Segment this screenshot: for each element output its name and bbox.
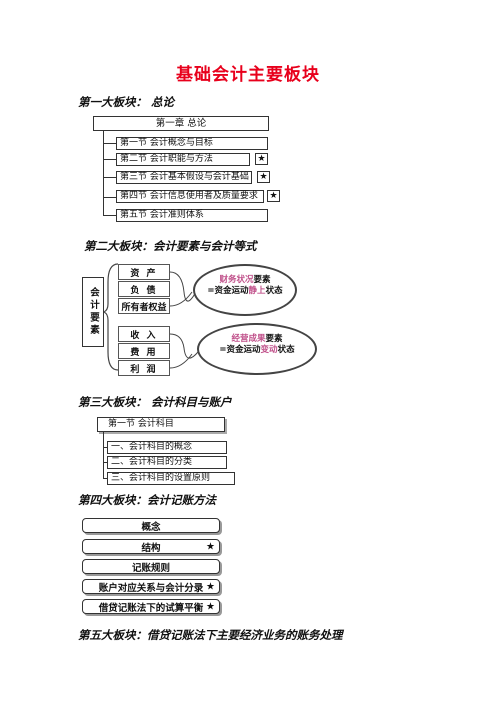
section3-chapter: 第一节 会计科目 — [97, 417, 225, 432]
star-icon: ★ — [267, 190, 280, 202]
operating-results-oval: 经营成果要素 =资金运动变动状态 — [197, 323, 317, 375]
profit-box: 利 润 — [118, 360, 170, 376]
section4-heading: 第四大板块：会计记账方法 — [78, 493, 216, 507]
oval-keyword: 变动 — [260, 345, 278, 355]
rules-pill: 记账规则 — [82, 559, 220, 574]
section3-item: 三、会计科目的设置原则 — [107, 472, 235, 485]
branch-line — [103, 197, 116, 198]
section3-item: 二、会计科目的分类 — [107, 456, 227, 469]
branch-line — [103, 143, 116, 144]
star-icon: ★ — [255, 153, 268, 165]
branch-line — [103, 177, 116, 178]
section1-item: 第一节 会计概念与目标 — [116, 137, 268, 150]
trial-balance-pill: 借贷记账法下的试算平衡★ — [82, 599, 220, 614]
section5-heading: 第五大板块：借贷记账法下主要经济业务的账务处理 — [78, 628, 343, 642]
tree-trunk — [103, 131, 104, 215]
branch-line — [103, 215, 116, 216]
section1-item: 第三节 会计基本假设与会计基础 — [116, 171, 252, 184]
oval-text: 要素 — [253, 275, 271, 285]
star-icon: ★ — [257, 171, 270, 183]
section1-item: 第五节 会计准则体系 — [116, 209, 268, 222]
asset-box: 资 产 — [118, 264, 170, 280]
section3-item: 一、会计科目的概念 — [107, 441, 227, 454]
tree-trunk — [103, 432, 104, 478]
star-icon: ★ — [206, 601, 215, 612]
branch-line — [103, 447, 107, 448]
oval-text: 状态 — [277, 345, 295, 355]
structure-pill: 结构 ★ — [82, 539, 220, 554]
oval-keyword: 财务状况 — [219, 275, 254, 285]
oval-text: =资金运动 — [207, 286, 249, 296]
equity-box: 所有者权益 — [118, 298, 170, 314]
star-icon: ★ — [206, 541, 215, 552]
section1-heading: 第一大板块： 总论 — [78, 95, 175, 109]
branch-line — [103, 159, 116, 160]
star-icon: ★ — [206, 581, 215, 592]
pill-label: 账户对应关系与会计分录 — [98, 582, 204, 594]
section2-heading: 第二大板块：会计要素与会计等式 — [84, 239, 257, 253]
bracket — [104, 263, 119, 371]
oval-text: 要素 — [265, 334, 283, 344]
oval-text: =资金运动 — [219, 345, 261, 355]
branch-line — [103, 478, 107, 479]
pill-label: 记账规则 — [131, 562, 170, 574]
concept-pill: 概念 — [82, 518, 220, 533]
oval-keyword: 经营成果 — [231, 334, 266, 344]
section1-item: 第二节 会计职能与方法 — [116, 153, 250, 166]
expense-box: 费 用 — [118, 343, 170, 359]
pill-label: 概念 — [141, 521, 161, 533]
journal-entry-pill: 账户对应关系与会计分录★ — [82, 579, 220, 594]
section3-heading: 第三大板块： 会计科目与账户 — [78, 395, 232, 409]
accounting-elements-box: 会计要素 — [82, 277, 104, 347]
pill-label: 借贷记账法下的试算平衡 — [98, 602, 204, 614]
branch-line — [103, 462, 107, 463]
financial-position-oval: 财务状况要素 =资金运动静上状态 — [193, 264, 297, 316]
page-title: 基础会计主要板块 — [176, 65, 320, 85]
revenue-box: 收 入 — [118, 326, 170, 342]
pill-label: 结构 — [141, 542, 161, 554]
chapter-box: 第一章 总论 — [93, 116, 269, 131]
connector-lines — [170, 271, 199, 369]
oval-text: 状态 — [265, 286, 283, 296]
section1-item: 第四节 会计信息使用者及质量要求 — [116, 190, 264, 203]
oval-keyword: 静上 — [248, 286, 266, 296]
liability-box: 负 债 — [118, 281, 170, 297]
